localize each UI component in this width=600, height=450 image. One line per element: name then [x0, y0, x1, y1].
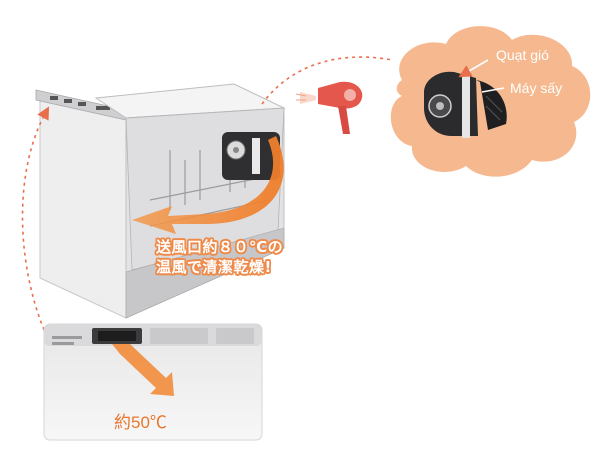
- drying-unit: [222, 132, 280, 180]
- control-button: [78, 102, 86, 106]
- leader-line-fan: [458, 59, 489, 78]
- callout-line-1: 送風口約８０℃の: [156, 238, 284, 256]
- cloud-label-dryer: Máy sấy: [510, 80, 563, 96]
- dishwasher-unit: [35, 83, 286, 319]
- control-button: [64, 99, 72, 103]
- inset-temperature-label: 約50℃: [114, 413, 167, 432]
- hair-dryer-icon: [295, 81, 363, 134]
- control-button: [96, 106, 110, 110]
- hot-air-flow-arrow: [132, 136, 284, 234]
- callout-line-2: 温風で清潔乾燥!: [156, 258, 272, 276]
- fan-motor-icon: [424, 71, 507, 138]
- dashed-arrow-to-inset: [21, 106, 50, 331]
- control-button: [50, 96, 58, 100]
- leader-line-dryer: [481, 87, 505, 93]
- inset-panel: [43, 323, 263, 441]
- inset-air-arrow: [112, 344, 174, 396]
- cloud-bubble: [390, 26, 591, 177]
- dishwasher-front-panel: [39, 95, 127, 319]
- drawer-rail: [125, 227, 285, 319]
- cloud-label-fan: Quạt gió: [496, 47, 549, 63]
